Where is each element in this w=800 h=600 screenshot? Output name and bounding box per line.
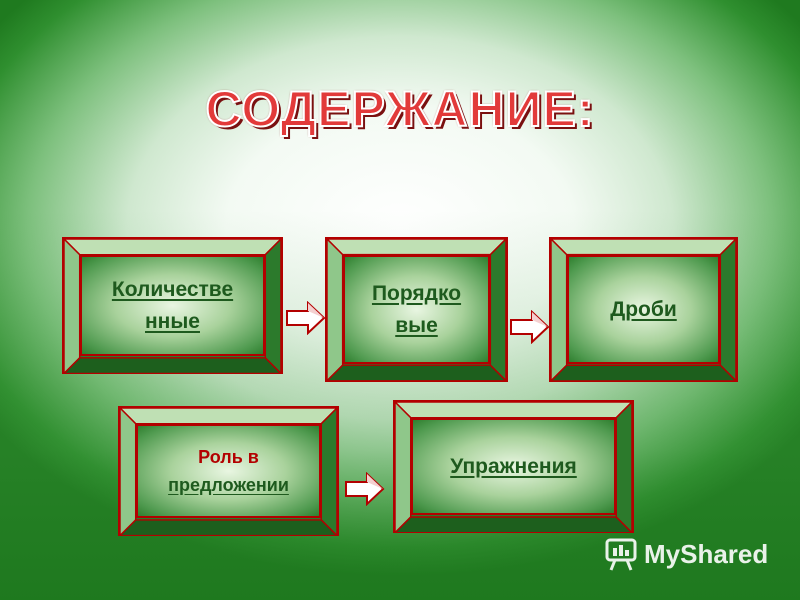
label-line: Порядко (371, 281, 462, 305)
bevel-frame (395, 402, 632, 533)
label-line: предложении (168, 475, 289, 495)
link-role[interactable]: Роль в предложении (168, 443, 289, 499)
label-line: вые (395, 313, 438, 337)
box-fractions[interactable]: Дроби (549, 237, 738, 382)
bevel-frame (551, 239, 736, 381)
label-line: Количестве (111, 277, 234, 301)
arrow-right-icon (286, 301, 326, 335)
watermark-text: MyShared (644, 538, 769, 569)
box-quantitative[interactable]: Количестве нные (62, 237, 283, 374)
box-face: Роль в предложении (136, 424, 321, 518)
box-role[interactable]: Роль в предложении (118, 406, 339, 536)
box-face: Количестве нные (80, 255, 265, 356)
box-face: Упражнения (411, 418, 616, 515)
box-face: Дроби (567, 255, 720, 364)
link-fractions[interactable]: Дроби (610, 297, 677, 321)
box-face: Порядко вые (343, 255, 490, 364)
arrow-right-icon (510, 310, 550, 344)
box-exercises[interactable]: Упражнения (393, 400, 634, 533)
arrow-right-icon (345, 472, 385, 506)
label-line: нные (145, 309, 200, 333)
bevel-frame (64, 239, 281, 374)
bevel-frame (327, 239, 506, 381)
link-exercises[interactable]: Упражнения (450, 454, 577, 478)
link-quantitative[interactable]: Количестве нные (112, 274, 233, 338)
link-ordinal[interactable]: Порядко вые (372, 278, 461, 342)
bevel-frame (120, 408, 337, 536)
presentation-board-icon (605, 538, 637, 571)
page-title: СОДЕРЖАНИЕ: (204, 80, 595, 138)
watermark-logo: MyShared (604, 536, 768, 572)
box-ordinal[interactable]: Порядко вые (325, 237, 508, 382)
label-line: Роль в (198, 447, 259, 467)
